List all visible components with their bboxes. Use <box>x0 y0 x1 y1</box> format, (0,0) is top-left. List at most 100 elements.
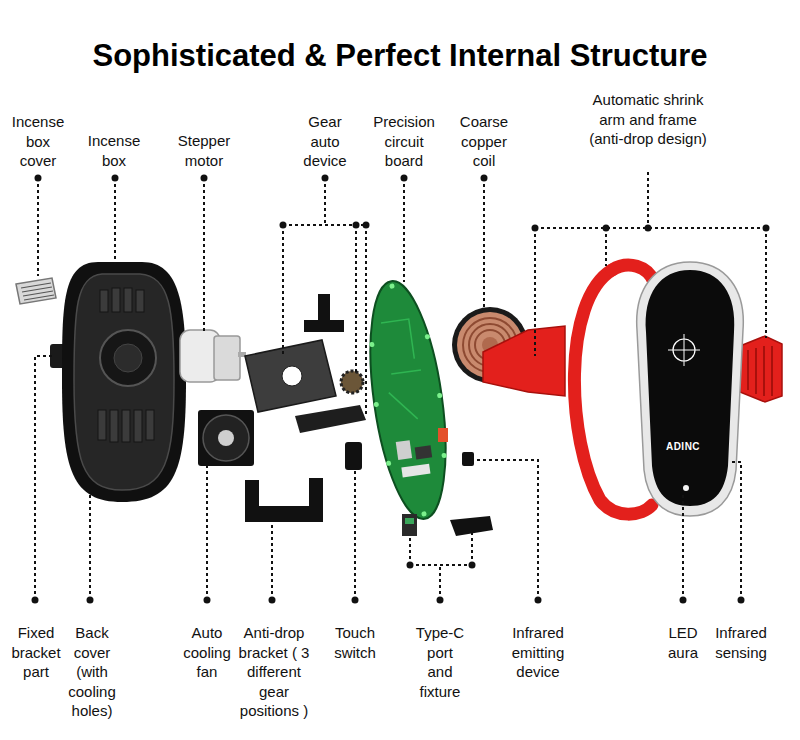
right-arm <box>740 336 782 402</box>
leader-line <box>682 492 684 600</box>
touch-switch <box>345 442 362 470</box>
hole <box>112 288 120 312</box>
part-label: Precision circuit board <box>367 112 441 171</box>
hole <box>122 410 130 442</box>
leader-dot <box>401 175 408 182</box>
leader-dot <box>738 597 745 604</box>
hole <box>100 290 108 312</box>
leader-dot <box>407 562 414 569</box>
hole <box>136 290 144 312</box>
hole <box>124 288 132 312</box>
crosshair <box>668 334 700 366</box>
leader-line <box>35 356 52 600</box>
leader-line <box>535 172 766 356</box>
leader-dot <box>535 597 542 604</box>
hole <box>134 410 142 442</box>
leader-line <box>206 466 208 600</box>
leader-dots <box>32 175 770 604</box>
part-label: Infrared emitting device <box>501 623 575 682</box>
leader-dot <box>352 597 359 604</box>
leader-dot <box>763 225 770 232</box>
leader-dot <box>35 175 42 182</box>
slider-bar <box>295 405 366 433</box>
type-c-port <box>402 514 417 536</box>
leader-dot <box>532 225 539 232</box>
fan-hub <box>218 430 234 446</box>
leader-line <box>354 470 356 600</box>
leader-dot <box>603 225 610 232</box>
leader-line <box>403 178 405 282</box>
part-label: Type-C port and fixture <box>413 623 467 701</box>
leader-dot <box>269 597 276 604</box>
leader-line <box>37 178 39 276</box>
type-c-port <box>405 518 414 524</box>
led <box>425 334 431 340</box>
leader-dot <box>112 175 119 182</box>
led <box>369 342 375 348</box>
led <box>441 453 447 459</box>
front-panel <box>637 262 744 516</box>
led <box>386 460 392 466</box>
leader-line <box>114 178 116 268</box>
stepper-motor <box>180 330 246 382</box>
cooling-fan <box>198 410 254 466</box>
anti-drop-bracket <box>245 478 323 522</box>
incense-box-inner <box>114 344 142 372</box>
part-label: Fixed bracket part <box>7 623 65 682</box>
leader-dot <box>680 597 687 604</box>
leader-line <box>483 178 485 310</box>
part-label: Incense box cover <box>7 112 69 171</box>
part-label: Coarse copper coil <box>453 112 515 171</box>
leader-dot <box>469 562 476 569</box>
cover-slots <box>21 283 54 300</box>
part-label: Touch switch <box>324 623 386 662</box>
leader-dot <box>645 225 652 232</box>
leader-dot <box>280 222 287 229</box>
leader-dot <box>204 597 211 604</box>
motor-gearbox <box>214 336 240 380</box>
led <box>389 283 395 289</box>
arm-grip <box>748 346 772 396</box>
leader-dot <box>353 222 360 229</box>
leader-line <box>283 178 366 414</box>
diagram-title: Sophisticated & Perfect Internal Structu… <box>0 38 800 74</box>
leader-line <box>476 460 538 600</box>
panel-frame <box>637 262 744 516</box>
left-arm <box>483 326 565 396</box>
led-aura <box>683 485 689 491</box>
part-label: LED aura <box>659 623 707 662</box>
part-label: Stepper motor <box>168 131 240 170</box>
chip <box>401 464 430 478</box>
infrared-emitter <box>462 452 474 466</box>
panel-glass <box>646 270 735 506</box>
leader-line <box>89 490 91 600</box>
part-label: Anti-drop bracket ( 3 different gear pos… <box>234 623 314 721</box>
fan-frame <box>198 410 254 466</box>
chip <box>396 440 412 460</box>
brand-mark: ADINC <box>653 441 713 453</box>
part-label: Infrared sensing <box>705 623 777 662</box>
led <box>421 511 427 517</box>
hole <box>98 410 106 440</box>
leader-line <box>730 462 741 600</box>
gear-foot <box>304 320 344 332</box>
circuit-board <box>357 276 459 523</box>
rack-plate <box>245 340 336 412</box>
pcb-connector <box>438 428 448 442</box>
pcb <box>358 276 459 523</box>
part-label: Automatic shrink arm and frame (anti-dro… <box>582 90 714 149</box>
fan-blades <box>203 415 249 461</box>
led <box>437 393 443 399</box>
part-label: Auto cooling fan <box>176 623 238 682</box>
leader-dot <box>481 175 488 182</box>
part-label: Incense box <box>83 131 145 170</box>
leader-dot <box>201 175 208 182</box>
leader-dot <box>437 597 444 604</box>
pcb-leds <box>357 279 458 521</box>
gear-wheel <box>341 371 363 393</box>
incense-box <box>100 330 156 386</box>
hole <box>146 410 154 440</box>
leader-dot <box>32 597 39 604</box>
gear-post <box>318 294 330 322</box>
